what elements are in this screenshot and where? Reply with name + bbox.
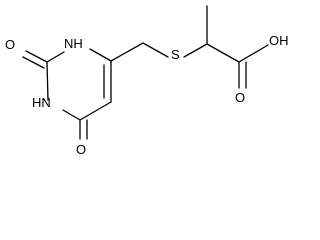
atom-label-layer: O NH HN O S OH O: [5, 33, 289, 157]
bond-s-ch: [183, 43, 208, 58]
atom-label-o-bottom: O: [76, 142, 86, 157]
atom-label-o-top: O: [5, 37, 15, 52]
bond-c2-o-top-double: [22, 56, 45, 69]
bond-c2-n3: [46, 51, 65, 63]
atom-label-s: S: [171, 47, 180, 62]
bond-n3-c4: [89, 48, 112, 62]
atom-label-nh-top: NH: [64, 36, 83, 51]
chemical-structure-diagram: O NH HN O S OH O: [5, 5, 289, 157]
bond-c6-n1: [62, 109, 81, 121]
atom-label-oh: OH: [269, 33, 289, 48]
bond-layer: [22, 5, 269, 140]
bond-c2-o-top: [25, 50, 48, 63]
atom-label-o-acid: O: [235, 90, 245, 105]
bond-c4-ch2: [110, 42, 144, 62]
bond-c5-c6: [79, 101, 112, 121]
bond-ch-cooh: [206, 43, 240, 63]
atom-label-hn-left: HN: [32, 95, 51, 110]
bond-c-oh: [238, 44, 269, 63]
bond-ch2-s: [142, 42, 169, 58]
bond-n1-c2: [46, 61, 49, 101]
